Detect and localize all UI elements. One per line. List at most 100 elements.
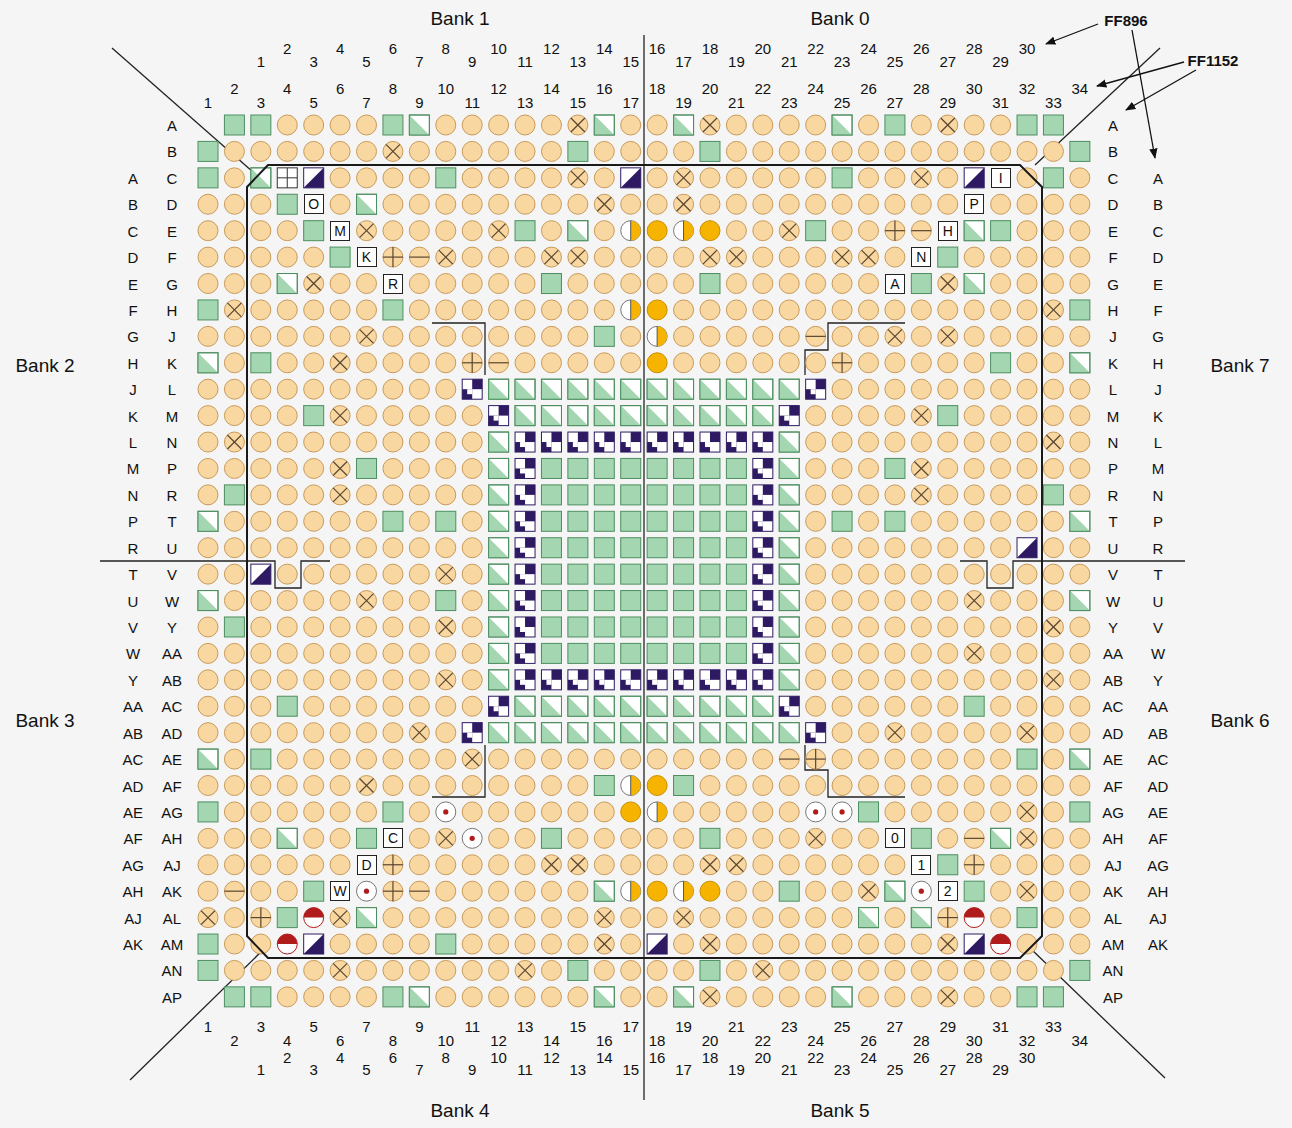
ball-symbol xyxy=(621,670,641,690)
pin-coordinate: 15 xyxy=(622,1062,639,1077)
ball-symbol xyxy=(674,960,694,980)
ball-symbol xyxy=(726,274,746,294)
ball-symbol xyxy=(436,960,456,980)
ball-symbol xyxy=(726,141,746,161)
ball-symbol xyxy=(911,987,931,1007)
ball-symbol xyxy=(726,221,746,241)
ball-symbol xyxy=(964,643,984,663)
ball-symbol xyxy=(726,458,746,478)
ball-symbol xyxy=(753,908,773,928)
ball-symbol xyxy=(1043,564,1063,584)
pin-coordinate: 9 xyxy=(468,54,476,69)
ball-symbol xyxy=(911,194,931,214)
ball-symbol xyxy=(938,934,958,954)
ball-symbol xyxy=(647,115,667,135)
ball-symbol xyxy=(277,432,297,452)
ball-symbol xyxy=(832,564,852,584)
ball-symbol xyxy=(489,511,509,531)
pin-coordinate: N xyxy=(1153,487,1164,502)
ball-symbol xyxy=(594,538,614,558)
ball-symbol xyxy=(330,353,350,373)
ball-symbol xyxy=(568,934,588,954)
pin-coordinate: 16 xyxy=(649,1050,666,1065)
ball-symbol xyxy=(277,696,297,716)
ball-symbol xyxy=(832,511,852,531)
ball-symbol xyxy=(383,300,403,320)
ball-symbol xyxy=(436,881,456,901)
ball-symbol xyxy=(964,511,984,531)
bank-name: Bank 7 xyxy=(1210,356,1269,375)
ball-symbol xyxy=(1070,723,1090,743)
ball-symbol xyxy=(1043,274,1063,294)
ball-symbol xyxy=(700,326,720,346)
ball-symbol xyxy=(304,141,324,161)
ball-symbol xyxy=(1070,670,1090,690)
ball-symbol xyxy=(621,406,641,426)
pin-coordinate: 15 xyxy=(622,54,639,69)
ball-symbol xyxy=(726,749,746,769)
ball-symbol xyxy=(436,749,456,769)
ball-symbol xyxy=(1043,353,1063,373)
pin-coordinate: 5 xyxy=(362,1062,370,1077)
ball-symbol xyxy=(436,828,456,848)
ball-symbol xyxy=(409,274,429,294)
pin-coordinate: 11 xyxy=(517,54,533,69)
ball-symbol xyxy=(357,881,377,901)
ball-symbol xyxy=(1070,617,1090,637)
pin-coordinate: 30 xyxy=(966,81,983,96)
ball-symbol xyxy=(964,696,984,716)
ball-symbol xyxy=(621,564,641,584)
ball-symbol xyxy=(1043,617,1063,637)
ball-symbol xyxy=(726,987,746,1007)
ball-symbol xyxy=(541,723,561,743)
pin-coordinate: 1 xyxy=(257,1062,265,1077)
ball-symbol xyxy=(674,987,694,1007)
ball-symbol xyxy=(436,115,456,135)
ball-symbol xyxy=(911,934,931,954)
ball-symbol xyxy=(991,141,1011,161)
ball-symbol xyxy=(806,802,826,822)
pin-coordinate: 24 xyxy=(807,1033,824,1048)
ball-symbol xyxy=(753,141,773,161)
ball-symbol xyxy=(251,458,271,478)
ball-symbol xyxy=(726,564,746,584)
pin-coordinate: AA xyxy=(1103,646,1123,661)
pin-coordinate: AH xyxy=(1148,884,1169,899)
ball-symbol xyxy=(621,723,641,743)
pin-coordinate: 15 xyxy=(570,95,587,110)
ball-symbol xyxy=(251,406,271,426)
ball-symbol xyxy=(753,274,773,294)
leader-arrow xyxy=(1132,30,1155,158)
ball-symbol xyxy=(436,406,456,426)
pin-coordinate: 4 xyxy=(336,41,344,56)
pin-coordinate: 25 xyxy=(887,54,904,69)
leader-arrow xyxy=(1046,24,1098,44)
divider-line xyxy=(100,561,330,588)
pin-coordinate: 5 xyxy=(310,1019,318,1034)
pin-coordinate: 23 xyxy=(781,1019,798,1034)
ball-symbol xyxy=(436,855,456,875)
pin-coordinate: 5 xyxy=(362,54,370,69)
ball-symbol xyxy=(753,221,773,241)
ball-symbol xyxy=(991,353,1011,373)
pin-coordinate: 20 xyxy=(702,1033,719,1048)
ball-symbol xyxy=(832,670,852,690)
ball-symbol xyxy=(198,696,218,716)
ball-symbol xyxy=(277,247,297,267)
ball-symbol xyxy=(568,591,588,611)
ball-symbol xyxy=(647,696,667,716)
pin-coordinate: 29 xyxy=(992,1062,1009,1077)
ball-symbol xyxy=(779,300,799,320)
ball-symbol xyxy=(964,855,984,875)
ball-symbol xyxy=(515,274,535,294)
ball-symbol xyxy=(964,247,984,267)
ball-symbol xyxy=(1017,802,1037,822)
pin-coordinate: AA xyxy=(1148,699,1168,714)
pin-coordinate: AF xyxy=(162,778,181,793)
ball-symbol xyxy=(277,987,297,1007)
ball-symbol xyxy=(647,485,667,505)
ball-symbol xyxy=(911,643,931,663)
ball-symbol xyxy=(806,115,826,135)
ball-symbol xyxy=(647,141,667,161)
pin-coordinate: AB xyxy=(123,725,143,740)
